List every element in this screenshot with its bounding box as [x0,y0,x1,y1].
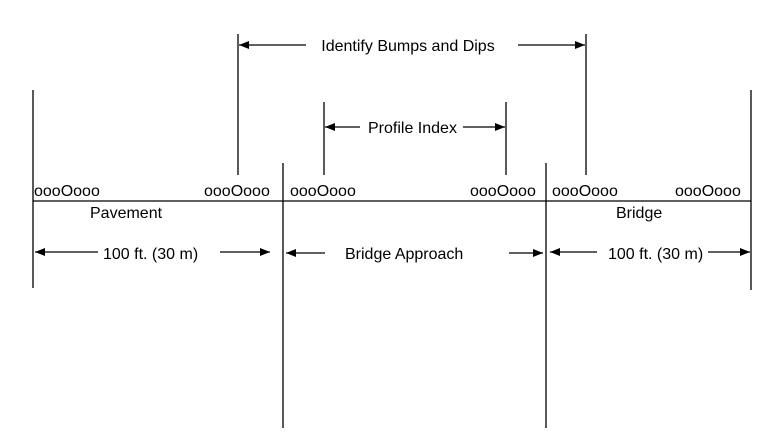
pavement-label: Pavement [90,205,163,222]
sensor-mark: oooOooo [34,183,100,200]
profile-index-label: Profile Index [368,120,457,137]
identify-bumps-dips-label: Identify Bumps and Dips [321,38,494,55]
sensor-mark: oooOooo [204,183,270,200]
distance-left-label: 100 ft. (30 m) [103,246,198,263]
sensor-mark: oooOooo [290,183,356,200]
sensor-mark: oooOooo [470,183,536,200]
distance-right-label: 100 ft. (30 m) [608,246,703,263]
sensor-mark: oooOooo [675,183,741,200]
bridge-label: Bridge [616,205,662,222]
bridge-approach-label: Bridge Approach [345,246,463,263]
sensor-mark: oooOooo [552,183,618,200]
